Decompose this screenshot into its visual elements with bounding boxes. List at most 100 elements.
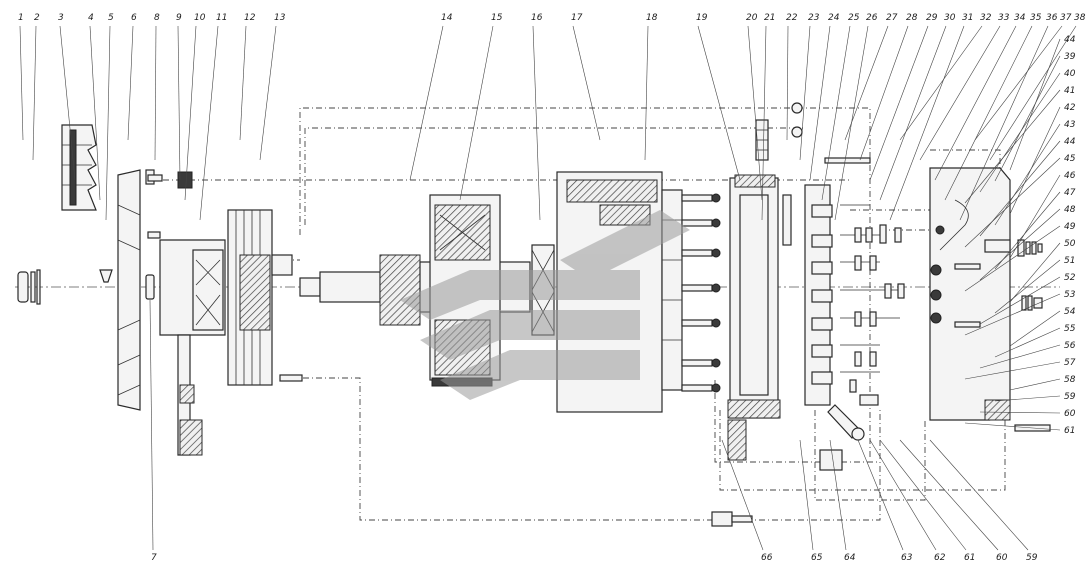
callout-label-top: 19 — [696, 13, 708, 23]
callout-leader — [929, 439, 1029, 551]
callout-leader — [239, 25, 247, 141]
callout-label-right: 51 — [1064, 256, 1075, 266]
callout-leader — [644, 25, 649, 161]
callout-leader — [149, 299, 154, 551]
callout-leader — [809, 25, 831, 181]
callout-label-top: 5 — [108, 13, 114, 23]
callout-leader — [259, 25, 277, 161]
callout-leader — [32, 25, 37, 161]
callout-label-top: 16 — [531, 13, 543, 23]
callout-leader — [869, 439, 937, 551]
callout-leader — [944, 25, 1033, 201]
callout-leader — [959, 25, 1049, 221]
diode-pins — [681, 193, 721, 393]
callout-leader — [979, 276, 1061, 325]
front-housing — [159, 239, 226, 456]
callout-label-top: 13 — [274, 13, 286, 23]
callout-leader — [919, 25, 1001, 161]
through-bolts — [782, 102, 871, 246]
callout-label-top: 36 — [1046, 13, 1058, 23]
rectifier-plate — [727, 119, 781, 461]
callout-label-right: 44 — [1064, 137, 1076, 147]
callout-label-right: 54 — [1064, 307, 1076, 317]
callout-label-top: 4 — [88, 13, 94, 23]
callout-label-top: 29 — [926, 13, 938, 23]
callout-label-top: 38 — [1074, 13, 1086, 23]
callout-label-right: 55 — [1064, 324, 1076, 334]
callout-label-top: 35 — [1030, 13, 1042, 23]
callout-label-top: 22 — [786, 13, 798, 23]
callout-leader — [747, 25, 763, 201]
callout-leader — [964, 361, 1061, 380]
callout-leader — [974, 25, 1063, 141]
callout-label-top: 15 — [491, 13, 503, 23]
callout-leader — [154, 25, 157, 161]
callout-label-right: 45 — [1064, 154, 1076, 164]
callout-leader — [899, 25, 983, 141]
callout-label-right: 48 — [1064, 205, 1076, 215]
callout-label-top: 26 — [866, 13, 878, 23]
callout-leader — [572, 25, 601, 141]
callout-leader — [994, 327, 1061, 358]
callout-label-right: 59 — [1064, 392, 1076, 402]
callout-leader — [89, 25, 101, 201]
callout-leader — [459, 25, 494, 201]
callout-label-top: 32 — [980, 13, 992, 23]
callout-leader — [105, 25, 111, 221]
callout-leader — [177, 25, 181, 181]
callout-label-top: 3 — [58, 13, 64, 23]
callout-leader — [994, 395, 1061, 402]
callout-leader — [1009, 174, 1061, 259]
callout-leader — [859, 25, 909, 161]
callout-leader — [532, 25, 541, 221]
callout-label-top: 31 — [962, 13, 973, 23]
callout-leader — [994, 191, 1061, 270]
pulley-nut — [17, 269, 41, 305]
callout-leader — [934, 25, 1017, 181]
callout-label-right: 57 — [1064, 358, 1076, 368]
callout-leader — [697, 25, 741, 181]
callout-label-right: 60 — [1064, 409, 1076, 419]
output-terminal-stack — [1014, 239, 1051, 432]
callout-label-bottom: 59 — [1026, 553, 1038, 563]
brush-regulator-assembly — [804, 184, 905, 471]
callout-label-top: 34 — [1014, 13, 1026, 23]
callout-label-bottom: 65 — [811, 553, 823, 563]
right-callout-labels: 4439404142434445464748495051525354555657… — [964, 35, 1076, 436]
callout-label-bottom: 66 — [761, 553, 773, 563]
callout-label-right: 58 — [1064, 375, 1076, 385]
callout-leader — [889, 25, 965, 221]
front-bolts — [147, 171, 193, 239]
callout-leader — [199, 25, 219, 221]
callout-leader — [786, 25, 789, 141]
callout-leader — [879, 25, 947, 201]
callout-leader — [19, 25, 24, 141]
callout-leader — [964, 293, 1061, 336]
callout-label-top: 27 — [886, 13, 898, 23]
callout-leader — [879, 439, 967, 551]
callout-leader — [799, 439, 814, 551]
rear-cover — [929, 167, 1011, 421]
callout-label-top: 20 — [746, 13, 758, 23]
callout-leader — [869, 25, 929, 181]
callout-leader — [979, 208, 1061, 281]
callout-label-right: 50 — [1064, 239, 1076, 249]
callout-leader — [964, 225, 1061, 292]
callout-label-top: 33 — [998, 13, 1010, 23]
callout-leader — [1009, 310, 1061, 347]
callout-leader — [821, 25, 851, 201]
callout-label-top: 9 — [176, 13, 182, 23]
callout-label-right: 61 — [1064, 426, 1075, 436]
callout-label-right: 40 — [1064, 69, 1076, 79]
callout-leader — [994, 55, 1061, 182]
callout-label-bottom: 62 — [934, 553, 946, 563]
callout-label-top: 37 — [1060, 13, 1072, 23]
callout-label-top: 18 — [646, 13, 658, 23]
callout-label-right: 41 — [1064, 86, 1075, 96]
callout-label-top: 25 — [848, 13, 860, 23]
callout-label-right: 53 — [1064, 290, 1076, 300]
callout-label-right: 49 — [1064, 222, 1076, 232]
shaft-key — [99, 269, 113, 283]
